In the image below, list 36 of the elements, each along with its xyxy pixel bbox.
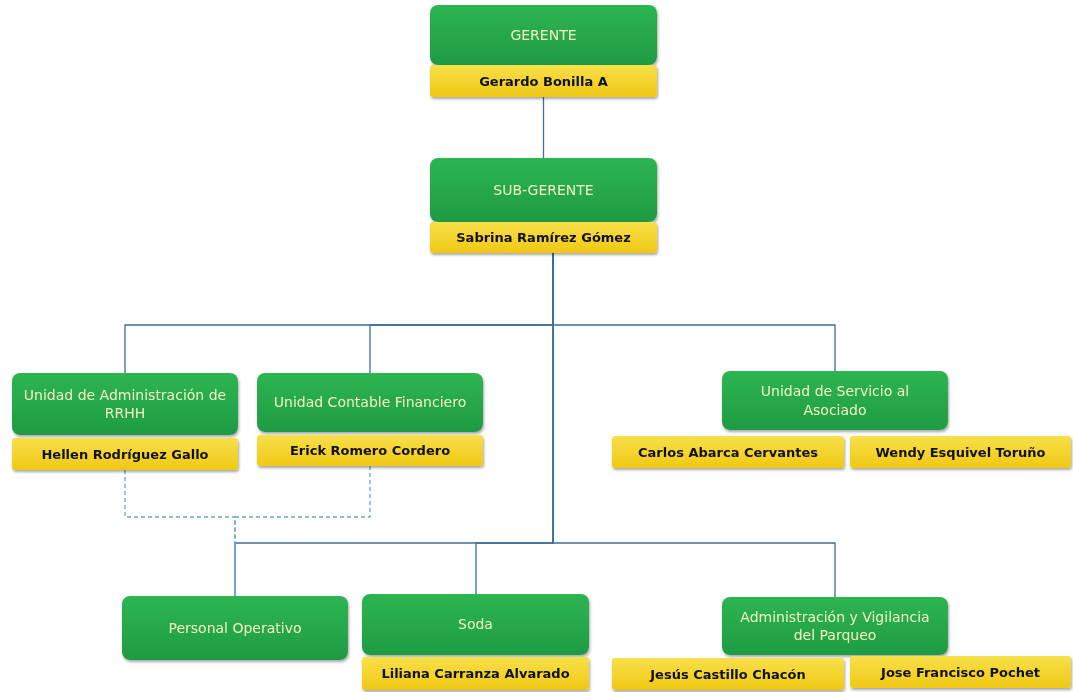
unit-box — [722, 371, 948, 430]
unit-title: GERENTE — [509, 25, 578, 45]
name-bar — [362, 657, 589, 690]
unit-box — [122, 596, 348, 660]
name-bar — [612, 658, 844, 690]
name-bar — [850, 436, 1071, 468]
unit-box — [722, 597, 948, 655]
unit-title: Soda — [457, 615, 494, 634]
unit-title: SUB-GERENTE — [492, 180, 595, 200]
unit-box — [362, 594, 589, 655]
person-name: Sabrina Ramírez Gómez — [456, 230, 631, 245]
unit-box — [430, 5, 657, 65]
name-bar — [612, 436, 844, 468]
unit-box — [12, 373, 238, 435]
unit-title: Administración y Vigilancia del Parqueo — [739, 607, 931, 645]
person-name: Jesús Castillo Chacón — [650, 666, 806, 682]
unit-title: Unidad Contable Financiero — [272, 393, 468, 412]
unit-title: Unidad de Administración de RRHH — [22, 385, 228, 423]
unit-title: Unidad de Servicio al Asociado — [759, 382, 911, 419]
name-bar — [850, 656, 1071, 688]
unit-title: Personal Operativo — [167, 618, 303, 638]
name-bar — [257, 435, 483, 466]
person-name: Jose Francisco Pochet — [881, 664, 1040, 680]
name-bar — [12, 438, 238, 470]
person-name: Gerardo Bonilla A — [479, 73, 608, 89]
unit-box — [430, 158, 657, 222]
name-bar — [430, 65, 657, 97]
dashed-connector — [124, 469, 236, 597]
person-name: Wendy Esquivel Toruño — [875, 444, 1046, 460]
name-bar — [430, 222, 657, 253]
person-name: Carlos Abarca Cervantes — [638, 444, 818, 460]
person-name: Hellen Rodríguez Gallo — [41, 446, 209, 462]
person-name: Liliana Carranza Alvarado — [381, 666, 570, 681]
person-name: Erick Romero Cordero — [289, 443, 451, 458]
unit-box — [257, 373, 483, 432]
connector-line — [542, 96, 545, 159]
